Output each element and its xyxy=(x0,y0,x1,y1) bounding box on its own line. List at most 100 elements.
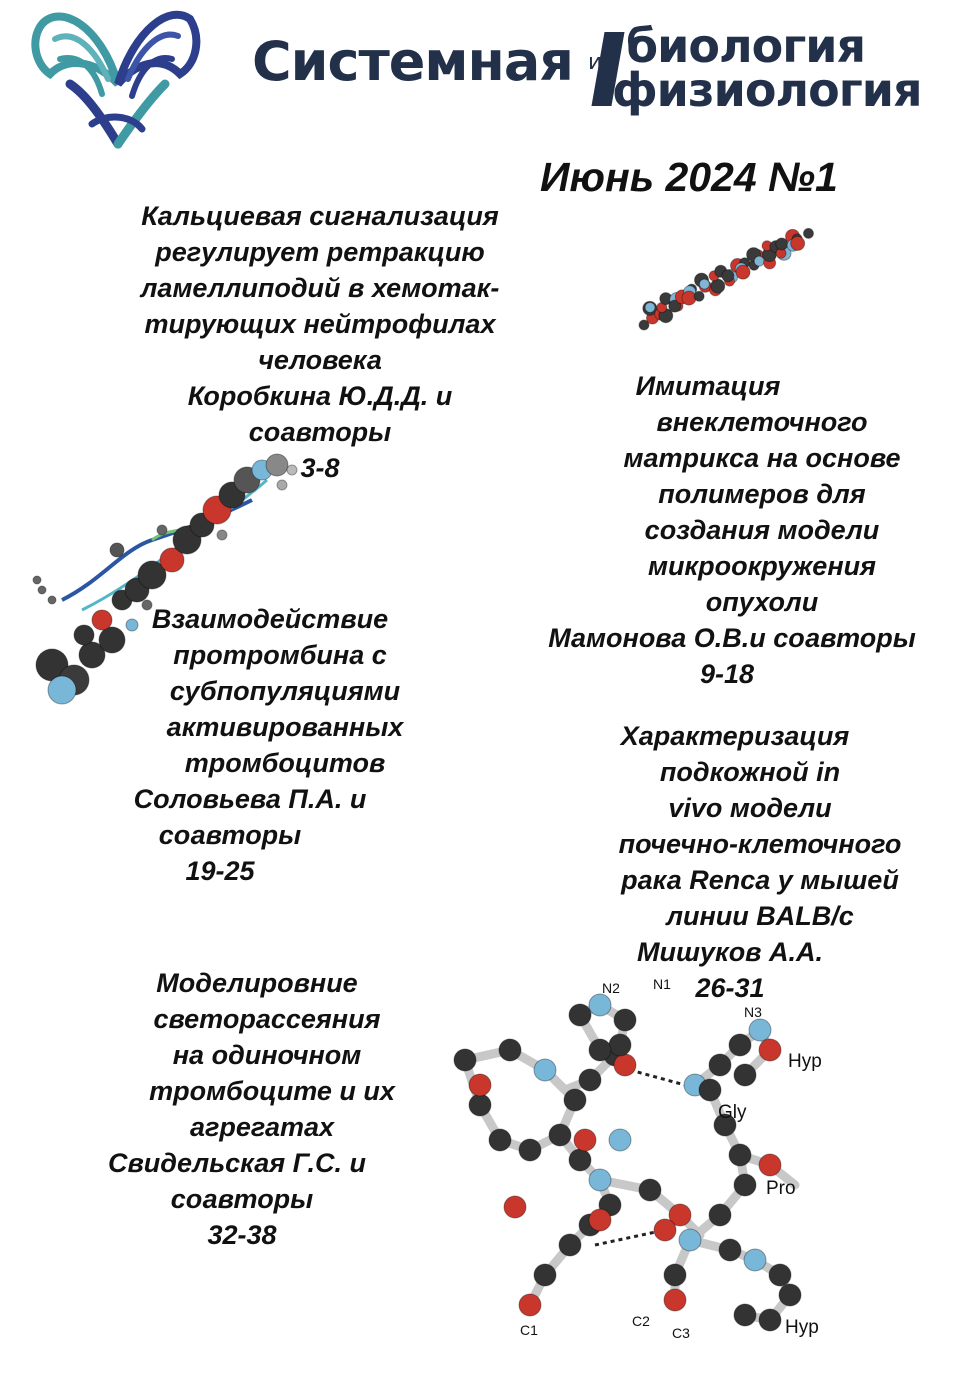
label-gly: Gly xyxy=(718,1102,747,1123)
atom-sphere xyxy=(728,1033,752,1057)
atom-sphere xyxy=(733,1173,757,1197)
atom-sphere xyxy=(488,1128,512,1152)
article-title-line: создания модели xyxy=(644,515,880,545)
atom-sphere xyxy=(468,1093,492,1117)
article-title-line: Имитация xyxy=(635,371,781,401)
atom-sphere xyxy=(743,1248,767,1272)
atom-sphere xyxy=(32,575,42,585)
article-3: Взаимодействие протромбина с субпопуляци… xyxy=(125,601,445,889)
article-title-line: почечно-клеточного xyxy=(618,829,902,859)
atom-sphere xyxy=(644,301,656,313)
atom-sphere xyxy=(109,542,125,558)
atom-sphere xyxy=(721,269,735,283)
butterfly-logo-icon xyxy=(31,10,201,149)
article-title-line: светорассеяния xyxy=(153,1004,381,1034)
atom-sphere xyxy=(718,1238,742,1262)
article-title-line: Кальциевая сигнализация xyxy=(141,201,499,231)
atom-sphere xyxy=(265,453,289,477)
issue-date: Июнь 2024 №1 xyxy=(540,154,838,200)
atom-sphere xyxy=(568,1003,592,1027)
collagen-ball-stick-illustration: N2 N1 N3 Hyp Gly Pro C1 C2 C3 Hyp xyxy=(453,976,822,1341)
atom-sphere xyxy=(498,1038,522,1062)
atom-sphere xyxy=(125,618,139,632)
article-title-line: матрикса на основе xyxy=(623,443,901,473)
label-n3: N3 xyxy=(744,1004,762,1020)
label-c3: C3 xyxy=(672,1325,690,1341)
article-title-line: на одиночном xyxy=(172,1040,362,1070)
atom-sphere xyxy=(608,1128,632,1152)
article-title-line: опухоли xyxy=(705,587,819,617)
article-title-line: vivo модели xyxy=(668,793,832,823)
masthead-title-fiziologiya: физиология xyxy=(612,63,923,117)
atom-sphere xyxy=(533,1263,557,1287)
article-pages: 9-18 xyxy=(699,659,755,689)
atom-sphere xyxy=(733,1303,757,1327)
article-title-line: Моделировние xyxy=(156,968,358,998)
article-title-line: тирующих нейтрофилах xyxy=(144,309,496,339)
article-title-line: субпопуляциями xyxy=(169,676,401,706)
atom-sphere xyxy=(778,1283,802,1307)
atom-sphere xyxy=(693,290,705,302)
atom-sphere xyxy=(159,547,185,573)
atom-sphere xyxy=(78,641,106,669)
atom-sphere xyxy=(518,1293,542,1317)
article-title-line: подкожной in xyxy=(659,757,841,787)
article-title-line: регулирует ретракцию xyxy=(155,237,485,267)
article-authors-line: Свидельская Г.С. и xyxy=(108,1148,366,1178)
atom-sphere xyxy=(588,1208,612,1232)
article-pages: 26-31 xyxy=(695,973,765,1003)
atom-sphere xyxy=(698,1078,722,1102)
atom-sphere xyxy=(668,299,682,313)
article-authors-line: соавторы xyxy=(158,820,302,850)
masthead-title-biologiya: биология xyxy=(626,19,866,73)
atom-sphere xyxy=(468,1073,492,1097)
label-c2: C2 xyxy=(632,1313,650,1329)
article-2: Имитация внеклеточного матрикса на основ… xyxy=(522,368,942,692)
article-title-line: тромбоцитов xyxy=(184,748,386,778)
masthead-title-systemnaya: Системная xyxy=(252,30,574,93)
article-authors-line: Коробкина Ю.Д.Д. и xyxy=(187,381,453,411)
atom-sphere xyxy=(698,278,710,290)
atom-sphere xyxy=(276,479,288,491)
label-c1: C1 xyxy=(520,1322,538,1338)
atom-sphere xyxy=(156,524,168,536)
atom-sphere xyxy=(768,1263,792,1287)
atom-sphere xyxy=(548,1123,572,1147)
atom-sphere xyxy=(453,1048,477,1072)
atom-sphere xyxy=(653,1218,677,1242)
article-authors-line: соавторы xyxy=(170,1184,314,1214)
atom-sphere xyxy=(503,1195,527,1219)
atom-sphere xyxy=(47,595,57,605)
atom-sphere xyxy=(533,1058,557,1082)
article-pages: 19-25 xyxy=(185,856,255,886)
atom-sphere xyxy=(568,1148,592,1172)
atom-sphere xyxy=(708,1203,732,1227)
atom-sphere xyxy=(613,1008,637,1032)
atom-sphere xyxy=(91,609,113,631)
atom-sphere xyxy=(790,235,806,251)
label-pro: Pro xyxy=(766,1178,796,1199)
article-title-line: агрегатах xyxy=(189,1112,335,1142)
atom-sphere xyxy=(733,1063,757,1087)
article-title-line: Характеризация xyxy=(620,721,850,751)
atom-sphere xyxy=(563,1088,587,1112)
atom-sphere xyxy=(758,1153,782,1177)
atom-sphere xyxy=(708,1053,732,1077)
atom-sphere xyxy=(748,1018,772,1042)
atom-sphere xyxy=(573,1128,597,1152)
atom-sphere xyxy=(47,675,77,705)
article-pages: 3-8 xyxy=(300,453,340,483)
atom-sphere xyxy=(588,993,612,1017)
atom-sphere xyxy=(668,1203,692,1227)
atom-sphere xyxy=(588,1038,612,1062)
atom-sphere xyxy=(638,319,650,331)
atom-sphere xyxy=(713,1113,737,1137)
article-4: Характеризация подкожной in vivo модели … xyxy=(580,718,940,1006)
article-title-line: протромбина с xyxy=(173,640,387,670)
atom-sphere xyxy=(578,1068,602,1092)
article-1: Кальциевая сигнализация регулирует ретра… xyxy=(110,198,530,486)
article-title-line: рака Renca у мышей xyxy=(621,865,899,895)
article-title-line: ламеллиподий в хемотак- xyxy=(140,273,500,303)
atom-sphere xyxy=(216,529,228,541)
article-title-line: микроокружения xyxy=(647,551,877,581)
